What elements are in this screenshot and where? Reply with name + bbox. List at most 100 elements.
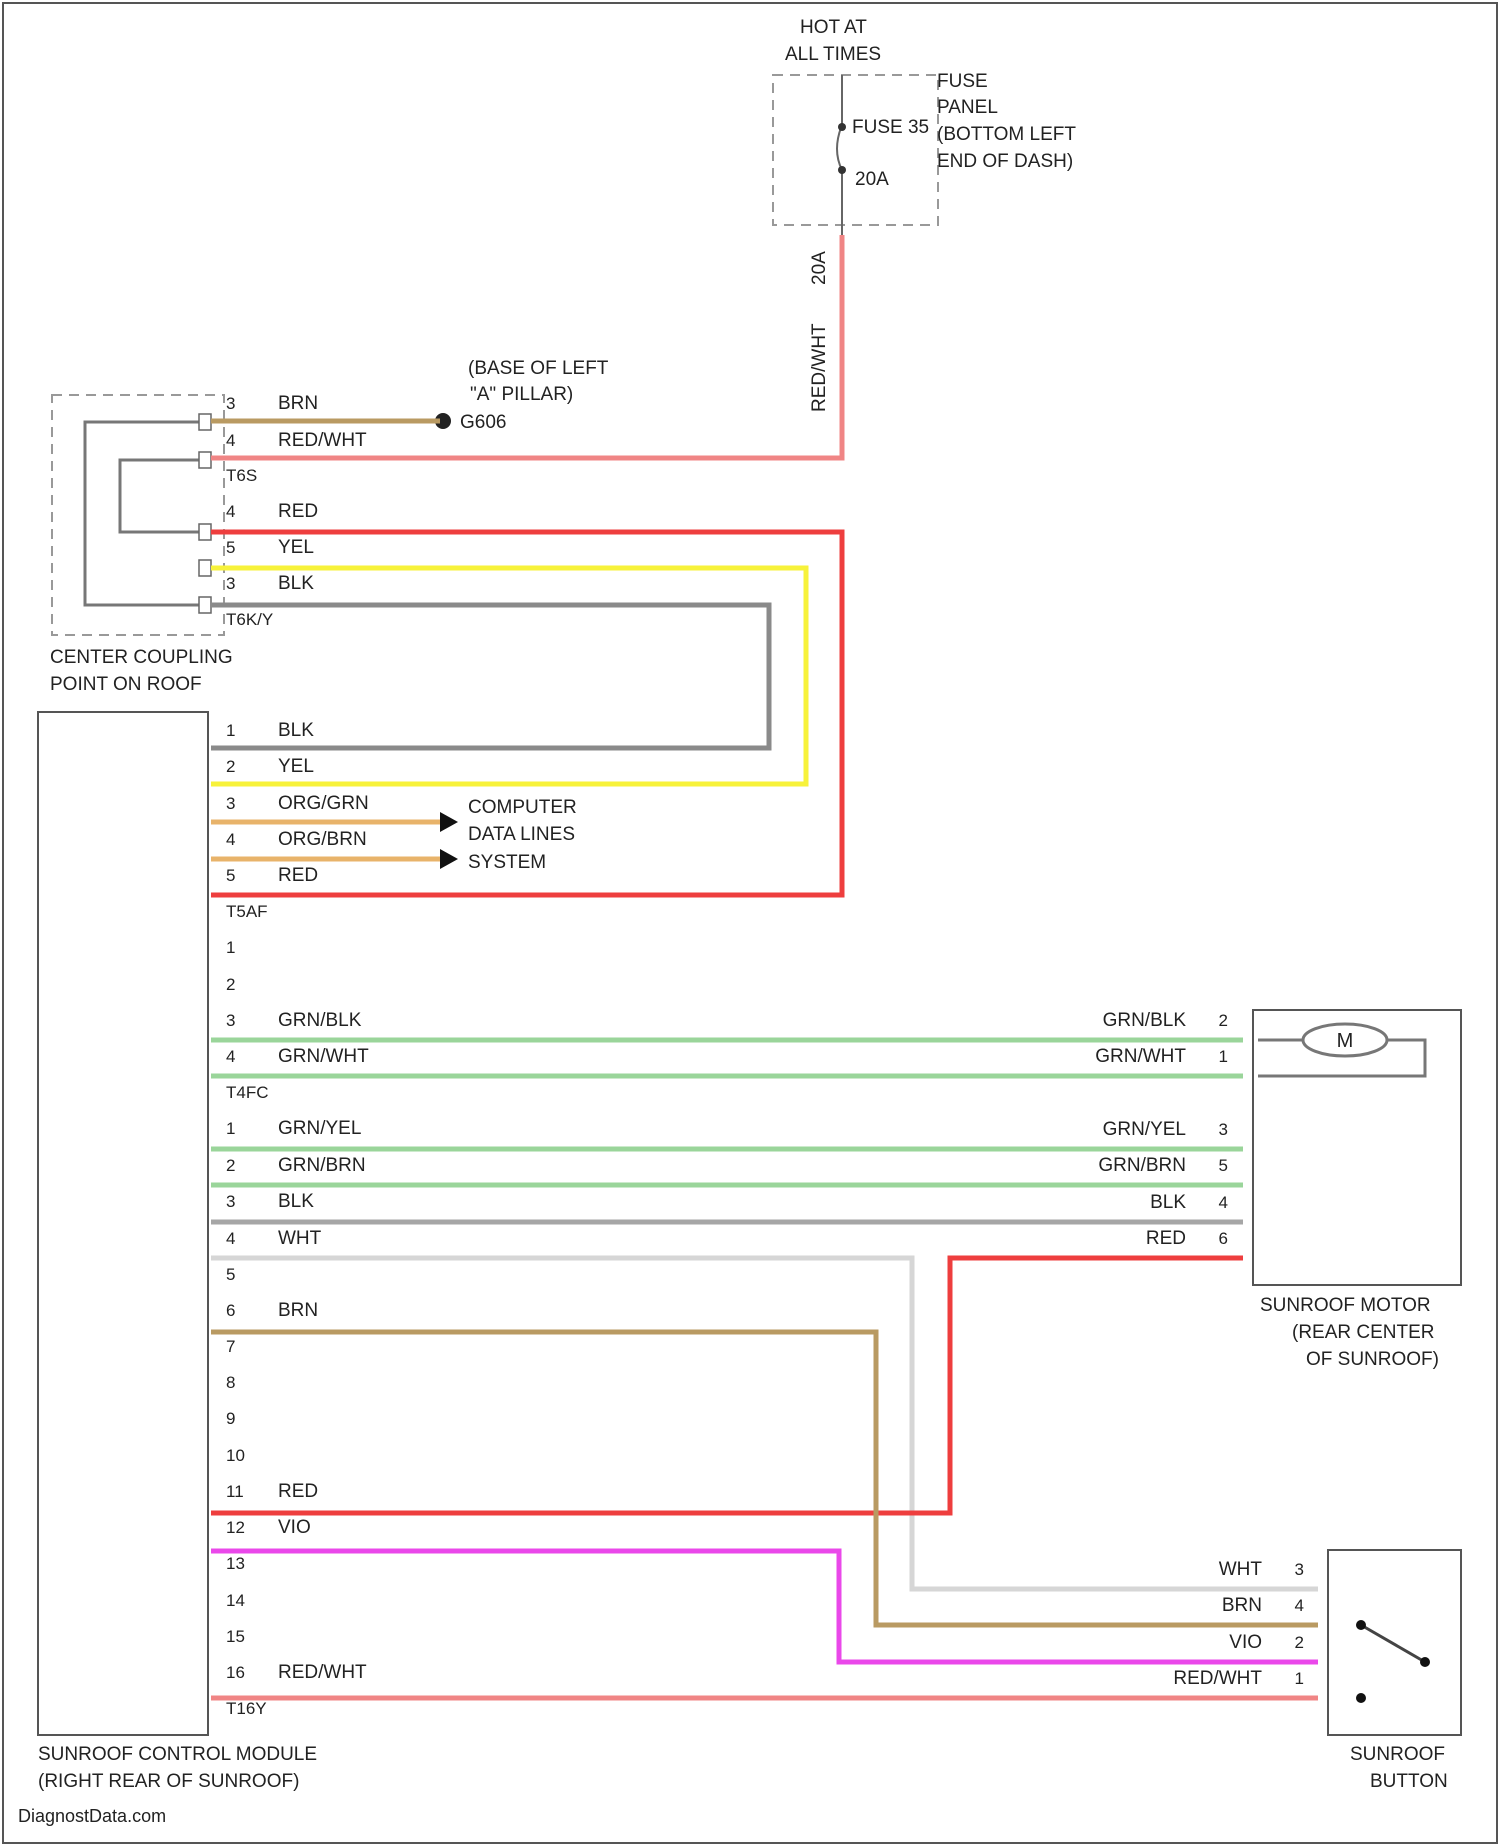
- module-pin-number: 6: [226, 1301, 235, 1320]
- module-pin-number: 8: [226, 1373, 235, 1392]
- data-lines-label-3: SYSTEM: [468, 852, 546, 873]
- coupling-caption-2: POINT ON ROOF: [50, 674, 202, 695]
- motor-pin-color: GRN/WHT: [1095, 1046, 1186, 1067]
- coupling-pin-color: YEL: [278, 537, 314, 558]
- module-pin-color: RED/WHT: [278, 1662, 367, 1683]
- button-pin-color: RED/WHT: [1173, 1668, 1262, 1689]
- module-pin-number: 5: [226, 866, 235, 885]
- module-pin-number: 11: [226, 1482, 244, 1501]
- module-pin-number: 16: [226, 1663, 245, 1682]
- coupling-pin-number: 4: [226, 502, 235, 521]
- motor-pin-number: 5: [1219, 1156, 1228, 1175]
- module-pin-number: 7: [226, 1337, 235, 1356]
- switch-contact-icon: [1356, 1693, 1366, 1703]
- button-caption-1: SUNROOF: [1350, 1744, 1445, 1765]
- button-body: [1328, 1550, 1461, 1735]
- module-pin-number: 3: [226, 794, 235, 813]
- coupling-terminal: [199, 560, 211, 576]
- module-connector-id: T5AF: [226, 902, 268, 921]
- module-pin-number: 2: [226, 975, 235, 994]
- fuse-panel-label-2: PANEL: [937, 97, 998, 118]
- module-pin-color: GRN/BRN: [278, 1155, 366, 1176]
- coupling-pin-color: BLK: [278, 573, 314, 594]
- fuse-panel-label-1: FUSE: [937, 71, 988, 92]
- module-pin-number: 1: [226, 1119, 235, 1138]
- watermark: DiagnostData.com: [18, 1806, 166, 1826]
- hot-label-2: ALL TIMES: [785, 44, 881, 65]
- module-connector-id: T4FC: [226, 1083, 269, 1102]
- motor-caption-1: SUNROOF MOTOR: [1260, 1295, 1431, 1316]
- module-pin-number: 4: [226, 1047, 235, 1066]
- motor-pin-number: 2: [1219, 1011, 1228, 1030]
- coupling-caption-1: CENTER COUPLING: [50, 647, 233, 668]
- module-pin-number: 2: [226, 1156, 235, 1175]
- module-pin-number: 14: [226, 1591, 245, 1610]
- module-pin-color: YEL: [278, 756, 314, 777]
- module-pin-number: 3: [226, 1011, 235, 1030]
- fuse-panel-label-4: END OF DASH): [937, 151, 1073, 172]
- coupling-terminal: [199, 524, 211, 540]
- motor-pin-color: RED: [1146, 1228, 1186, 1249]
- coupling-pin-color: RED/WHT: [278, 430, 367, 451]
- module-pin-color: RED: [278, 1481, 318, 1502]
- ground-location-2: "A" PILLAR): [470, 384, 573, 405]
- ground-location-1: (BASE OF LEFT: [468, 358, 609, 379]
- module-pin-color: GRN/YEL: [278, 1118, 361, 1139]
- module-pin-number: 15: [226, 1627, 245, 1646]
- motor-caption-3: OF SUNROOF): [1306, 1349, 1439, 1370]
- fuse-rating: 20A: [855, 169, 889, 190]
- module-pin-number: 13: [226, 1554, 245, 1573]
- module-pin-number: 12: [226, 1518, 245, 1537]
- motor-pin-number: 4: [1219, 1193, 1228, 1212]
- switch-contact-icon: [1420, 1657, 1430, 1667]
- module-pin-color: BLK: [278, 720, 314, 741]
- module-pin-number: 9: [226, 1409, 235, 1428]
- module-connector-id: T16Y: [226, 1699, 267, 1718]
- module-pin-color: VIO: [278, 1517, 311, 1538]
- fuse-terminal-bottom: [838, 166, 846, 174]
- module-pin-color: BRN: [278, 1300, 318, 1321]
- button-pin-number: 4: [1295, 1596, 1304, 1615]
- coupling-terminal: [199, 414, 211, 430]
- module-pin-color: BLK: [278, 1191, 314, 1212]
- motor-pin-number: 6: [1219, 1229, 1228, 1248]
- button-pin-number: 2: [1295, 1633, 1304, 1652]
- coupling-pin-number: 4: [226, 431, 235, 450]
- fuse-terminal-top: [838, 123, 846, 131]
- hot-label-1: HOT AT: [800, 17, 867, 38]
- motor-pin-number: 1: [1219, 1047, 1228, 1066]
- coupling-pin-number: 3: [226, 394, 235, 413]
- button-pin-color: VIO: [1229, 1632, 1262, 1653]
- coupling-pin-number: 3: [226, 574, 235, 593]
- module-pin-number: 1: [226, 721, 235, 740]
- motor-caption-2: (REAR CENTER: [1292, 1322, 1435, 1343]
- module-caption-1: SUNROOF CONTROL MODULE: [38, 1744, 317, 1765]
- button-pin-number: 1: [1295, 1669, 1304, 1688]
- coupling-connector-id: T6S: [226, 466, 257, 485]
- module-pin-number: 1: [226, 938, 235, 957]
- module-pin-color: RED: [278, 865, 318, 886]
- button-caption-2: BUTTON: [1370, 1771, 1448, 1792]
- coupling-pin-number: 5: [226, 538, 235, 557]
- module-pin-number: 5: [226, 1265, 235, 1284]
- module-pin-number: 3: [226, 1192, 235, 1211]
- module-body: [38, 712, 208, 1735]
- data-lines-label-1: COMPUTER: [468, 797, 577, 818]
- motor-symbol: M: [1337, 1030, 1354, 1052]
- data-lines-label-2: DATA LINES: [468, 824, 575, 845]
- coupling-connector-id: T6K/Y: [226, 610, 273, 629]
- motor-pin-color: BLK: [1150, 1192, 1186, 1213]
- coupling-pin-color: BRN: [278, 393, 318, 414]
- fuse-name: FUSE 35: [852, 117, 929, 138]
- module-pin-number: 2: [226, 757, 235, 776]
- motor-pin-color: GRN/YEL: [1103, 1119, 1186, 1140]
- coupling-terminal: [199, 452, 211, 468]
- motor-pin-number: 3: [1219, 1120, 1228, 1139]
- switch-contact-icon: [1356, 1620, 1366, 1630]
- motor-pin-color: GRN/BRN: [1098, 1155, 1186, 1176]
- module-pin-color: GRN/WHT: [278, 1046, 369, 1067]
- module-pin-color: GRN/BLK: [278, 1010, 362, 1031]
- module-pin-color: ORG/BRN: [278, 829, 367, 850]
- coupling-pin-color: RED: [278, 501, 318, 522]
